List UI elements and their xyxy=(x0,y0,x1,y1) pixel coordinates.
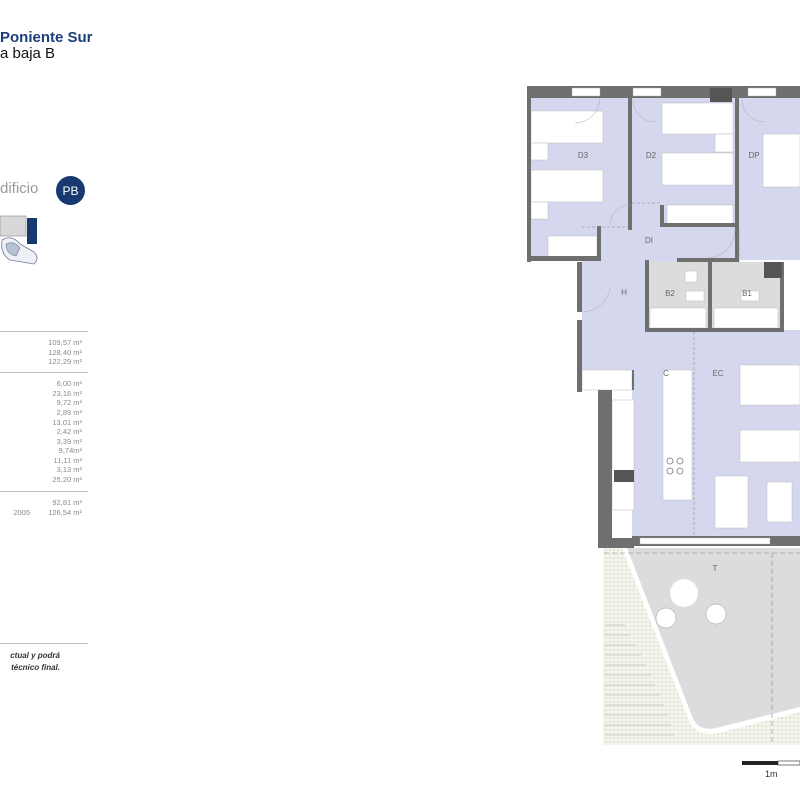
development-title: Poniente Sur xyxy=(0,29,93,46)
surface-value: 3,13 m² xyxy=(56,465,82,474)
divider xyxy=(0,491,88,492)
surface-value: 122,29 m² xyxy=(48,357,82,366)
surface-value: 92,81 m² xyxy=(52,498,82,507)
room-label-b2: B2 xyxy=(665,289,675,298)
surface-value: 9,72 m² xyxy=(56,398,82,407)
stove-icon xyxy=(666,457,684,475)
scale-bar xyxy=(742,760,800,766)
windows xyxy=(571,87,777,545)
surface-value: 128,40 m² xyxy=(48,348,82,357)
door-swings xyxy=(574,97,765,313)
room-label-d2: D2 xyxy=(646,151,657,160)
room-label-t: T xyxy=(713,564,718,573)
surface-value: 2,42 m² xyxy=(56,427,82,436)
surface-value: 109,57 m² xyxy=(48,338,82,347)
surface-value: 2,89 m² xyxy=(56,408,82,417)
furniture xyxy=(530,102,800,529)
divider xyxy=(0,331,88,332)
site-key-map xyxy=(0,215,38,265)
room-label-dp: DP xyxy=(748,151,759,160)
room-label-b1: B1 xyxy=(742,289,752,298)
room-label-d3: D3 xyxy=(578,151,589,160)
surface-label: 2005 xyxy=(13,508,30,517)
divider xyxy=(0,643,88,644)
divider xyxy=(0,372,88,373)
disclaimer-line-2: técnico final. xyxy=(11,663,60,672)
room-labels: D3 D2 DP DI H B2 B1 C EC T xyxy=(578,151,760,573)
surface-value: 11,11 m² xyxy=(53,456,82,465)
scale-label: 1m xyxy=(765,769,778,779)
room-label-ec: EC xyxy=(712,369,723,378)
room-label-di: DI xyxy=(645,236,653,245)
room-label-h: H xyxy=(621,288,627,297)
surface-value: 126,54 m² xyxy=(48,508,82,517)
dashed-lines xyxy=(582,202,740,536)
unit-subtitle: a baja B xyxy=(0,45,56,62)
floor-badge: PB xyxy=(56,176,85,205)
surface-value: 6,00 m² xyxy=(56,379,82,388)
building-label: dificio xyxy=(0,180,39,197)
disclaimer-line-1: ctual y podrá xyxy=(10,651,60,660)
surface-value: 25,20 m² xyxy=(52,475,82,484)
room-label-c: C xyxy=(663,369,669,378)
surface-value: 13,01 m² xyxy=(52,418,82,427)
surface-value: 9,74m² xyxy=(58,446,82,455)
terrace xyxy=(603,548,800,745)
surface-value: 23,16 m² xyxy=(52,389,82,398)
surface-value: 3,39 m² xyxy=(56,437,82,446)
